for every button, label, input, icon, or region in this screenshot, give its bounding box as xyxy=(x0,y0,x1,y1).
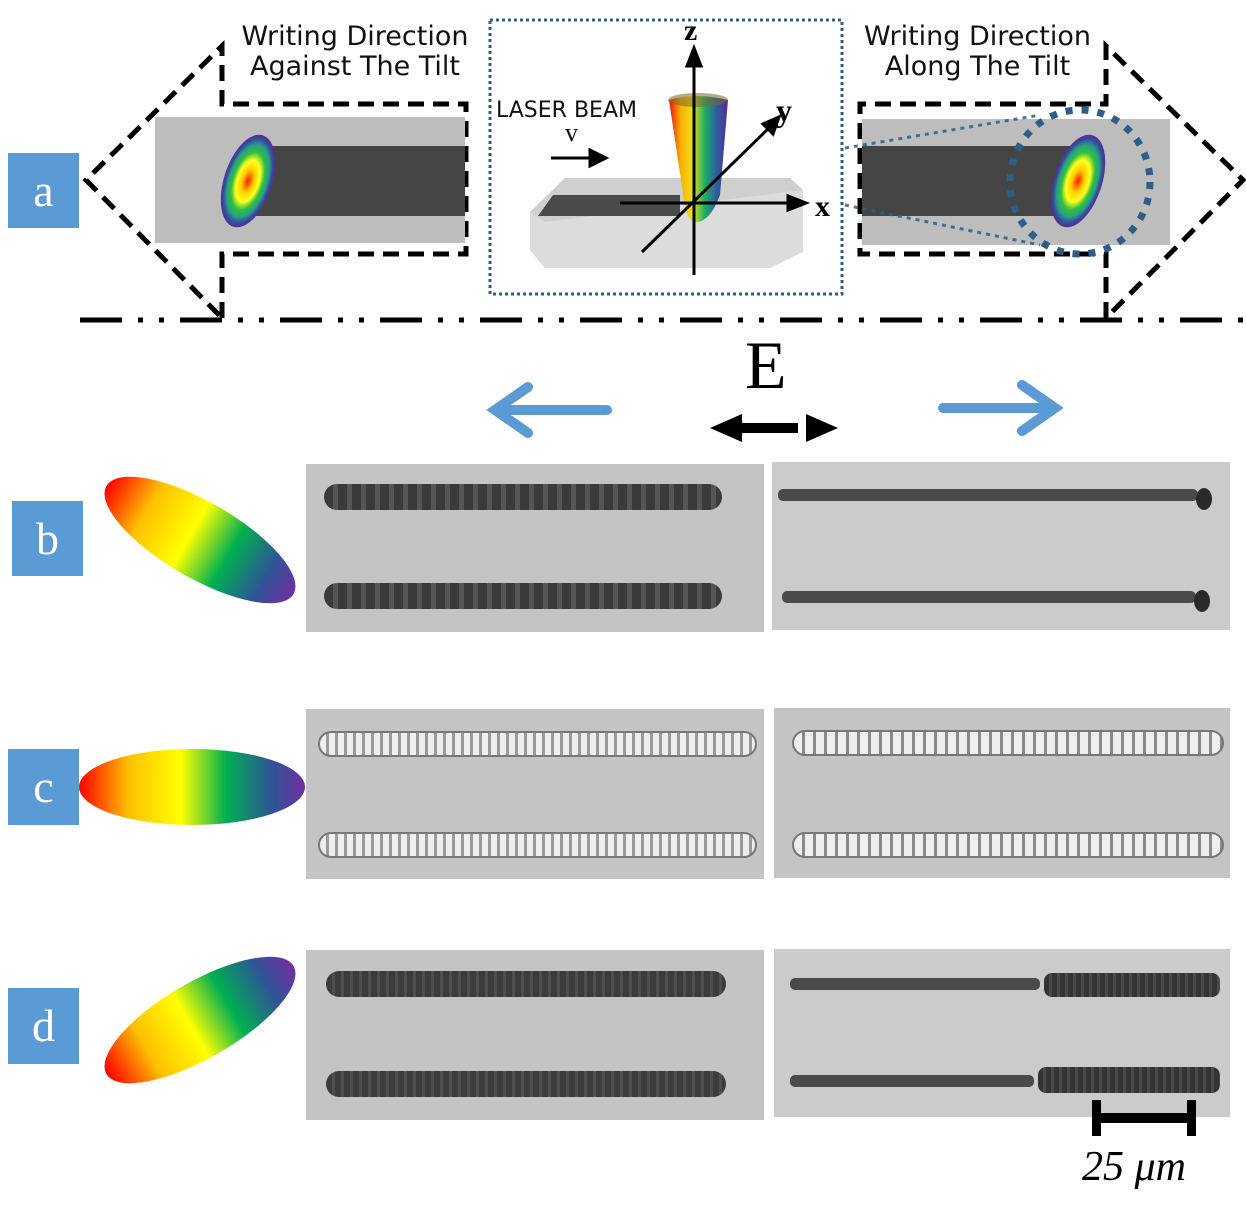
axis-x-label: x xyxy=(815,190,830,223)
right-caption-line2: Along The Tilt xyxy=(884,51,1071,82)
polarization-label: E xyxy=(745,327,787,403)
direction-arrows xyxy=(486,380,1064,442)
left-arrow-outline xyxy=(82,40,469,320)
micrograph-d-right xyxy=(774,949,1230,1117)
axis-y-label: y xyxy=(776,92,792,128)
right-caption: Writing Direction Along The Tilt xyxy=(845,22,1110,82)
inset-beam-label: LASER BEAM xyxy=(496,98,637,123)
right-track xyxy=(862,146,1077,216)
panel-label-c: c xyxy=(8,749,79,825)
separator-line xyxy=(80,317,1246,323)
left-caption-line2: Against The Tilt xyxy=(249,51,461,82)
panel-label-b: b xyxy=(12,501,83,576)
left-caption: Writing Direction Against The Tilt xyxy=(225,22,485,82)
zoom-circle xyxy=(1006,106,1154,258)
beam-shape-b xyxy=(104,476,296,604)
panel-a-schematic xyxy=(82,18,1246,320)
micrograph-b-right xyxy=(772,462,1230,630)
micrograph-d-left xyxy=(306,950,764,1120)
right-arrow-outline xyxy=(857,40,1246,320)
left-track xyxy=(250,146,465,216)
right-beam-spot xyxy=(1050,134,1106,228)
beam-shape-d xyxy=(104,956,296,1084)
blue-arrow-right-icon xyxy=(938,380,1064,436)
axis-z-label: z xyxy=(684,14,698,47)
left-caption-line1: Writing Direction xyxy=(241,21,469,52)
right-caption-line1: Writing Direction xyxy=(864,21,1091,52)
left-beam-spot xyxy=(220,134,276,228)
inset-laser-beam xyxy=(669,96,728,222)
polarization-double-arrow-icon xyxy=(710,414,838,442)
micrograph-c-right xyxy=(774,708,1230,878)
beam-shape-c xyxy=(79,749,305,825)
scale-bar-label: 25 μm xyxy=(1082,1144,1186,1190)
scale-bar xyxy=(1092,1100,1196,1136)
blue-arrow-left-icon xyxy=(486,382,612,438)
micrograph-b-left xyxy=(306,464,764,632)
panel-label-a: a xyxy=(8,153,79,228)
panel-label-d: d xyxy=(8,988,79,1064)
micrograph-c-left xyxy=(306,709,764,879)
inset-velocity-label: v xyxy=(565,118,578,147)
